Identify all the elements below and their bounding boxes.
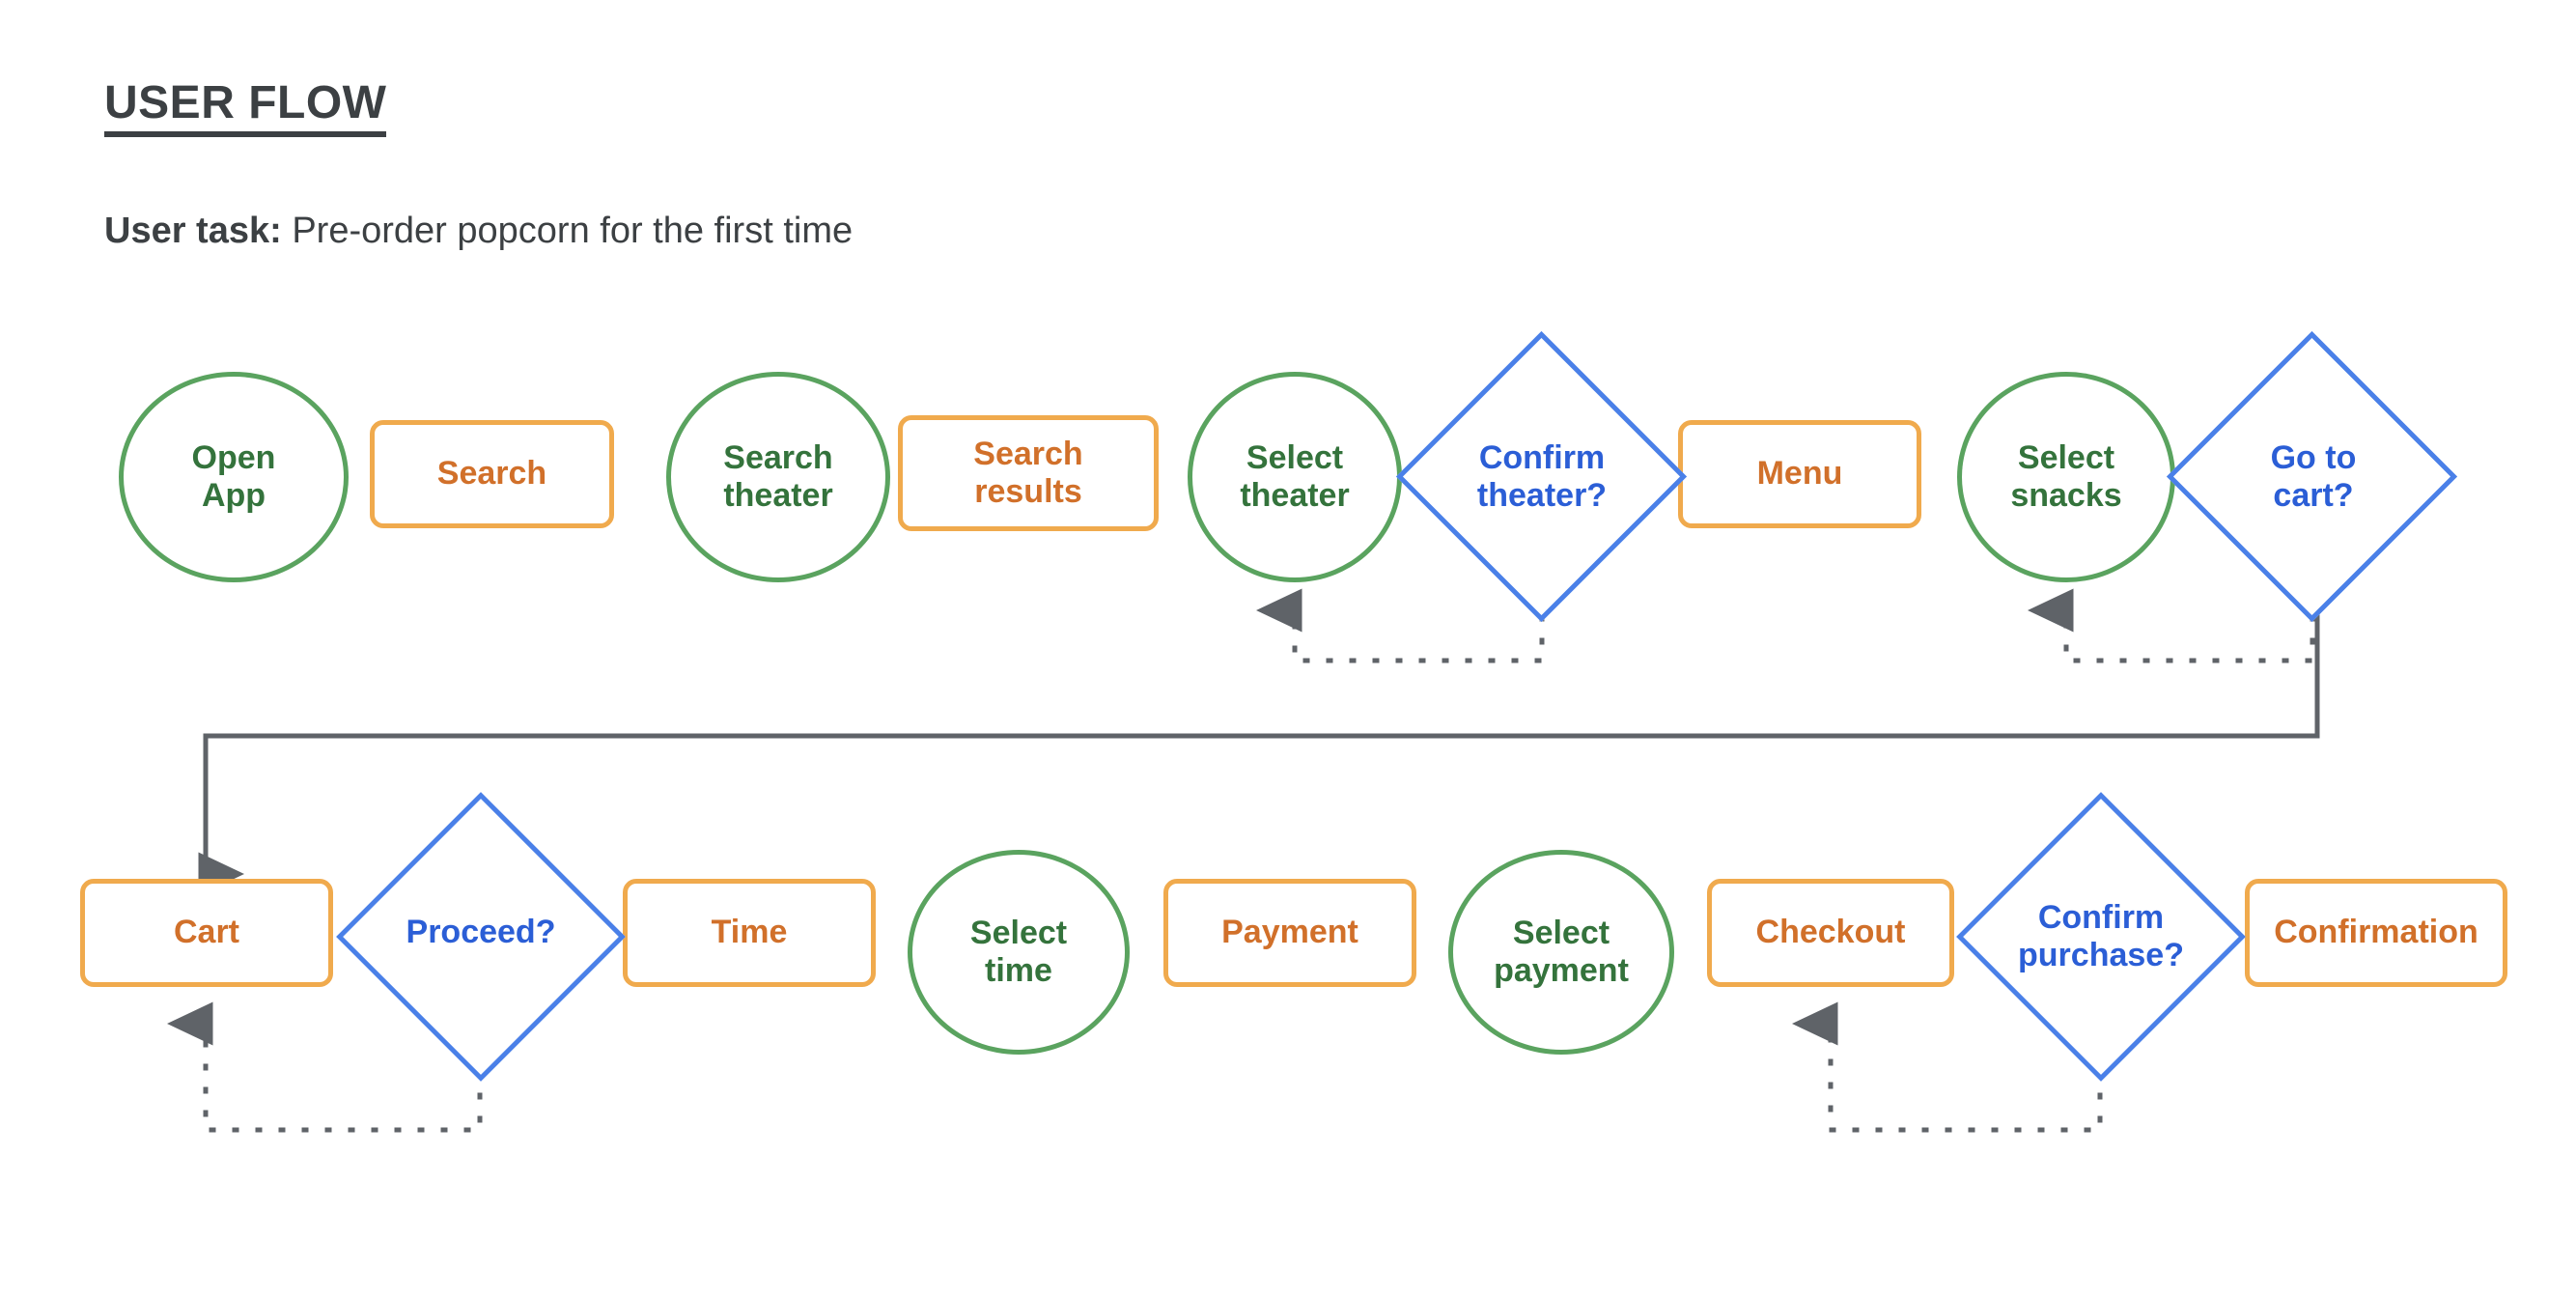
flow-node-confirm-theater[interactable]: Confirm theater? (1476, 438, 1608, 514)
flow-node-confirmation[interactable]: Confirmation (2245, 879, 2507, 987)
flow-node-confirm-purchase[interactable]: Confirm purchase? (2018, 898, 2184, 973)
header: USER FLOW (104, 78, 387, 138)
flow-node-open-app[interactable]: Open App (119, 372, 349, 582)
flow-node-select-payment[interactable]: Select payment (1448, 850, 1674, 1055)
connector-confirm-theater-to-select-theater (1256, 588, 1545, 663)
user-task-line: User task: Pre-order popcorn for the fir… (104, 211, 853, 252)
flow-node-payment[interactable]: Payment (1163, 879, 1416, 987)
flow-node-checkout[interactable]: Checkout (1707, 879, 1954, 987)
page-title: USER FLOW (104, 78, 387, 138)
flow-node-cart[interactable]: Cart (80, 879, 333, 987)
flow-node-select-snacks[interactable]: Select snacks (1957, 372, 2175, 582)
flow-node-menu[interactable]: Menu (1678, 420, 1921, 528)
flow-node-search-theater[interactable]: Search theater (666, 372, 890, 582)
flow-node-select-theater[interactable]: Select theater (1188, 372, 1402, 582)
flow-node-select-time[interactable]: Select time (908, 850, 1130, 1055)
flow-node-time[interactable]: Time (623, 879, 876, 987)
flow-node-go-to-cart[interactable]: Go to cart? (2270, 438, 2357, 514)
user-task-label: User task: (104, 211, 282, 251)
flow-node-proceed[interactable]: Proceed? (406, 914, 556, 951)
connector-go-to-cart-to-cart (198, 577, 2320, 896)
connector-go-to-cart-to-select-snacks (2028, 588, 2315, 663)
user-task-value: Pre-order popcorn for the first time (281, 211, 854, 251)
flow-node-search-results[interactable]: Search results (898, 415, 1159, 531)
flow-node-search[interactable]: Search (370, 420, 614, 528)
